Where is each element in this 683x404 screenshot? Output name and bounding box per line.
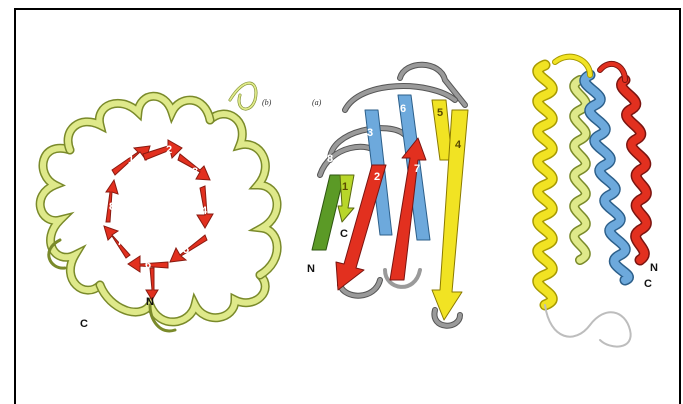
strand-number: 7 [414,163,420,175]
strand-number: 5 [437,107,443,119]
strand-number: 1 [342,181,348,193]
strand-number: 7 [117,236,123,248]
helix-bundle-panel: N C [538,57,658,347]
panel-tag-a: (a) [312,98,322,107]
strand-number: 8 [327,153,333,165]
strand-number: 2 [374,171,380,183]
strand-number: 1 [128,154,134,166]
c-terminus-label: C [80,318,88,330]
strand-number: 4 [201,205,208,217]
n-terminus-label: N [146,296,154,308]
outer-helix-ring [40,83,277,331]
c-terminus-label: C [340,228,348,240]
barrel-strands [104,140,213,300]
c-terminus-label: C [644,278,652,290]
strand-number: 6 [400,103,406,115]
strand-number: 2 [166,144,172,156]
bottom-loop [545,305,631,347]
strand-number: 6 [145,259,151,271]
strand-number: 3 [192,166,198,178]
strand-number: 4 [455,139,462,151]
n-terminus-label: N [307,263,315,275]
strand-number: 5 [183,244,189,256]
n-terminus-label: N [650,262,658,274]
panel-tag-b: (b) [262,98,272,107]
strand-number: 8 [109,201,115,213]
beta-sheet-panel: 1 2 3 4 5 6 7 8 N C (a) [307,65,468,326]
tim-barrel-panel: 1 2 3 4 5 6 7 8 N C (b) [40,83,277,331]
strand-number: 3 [367,127,373,139]
